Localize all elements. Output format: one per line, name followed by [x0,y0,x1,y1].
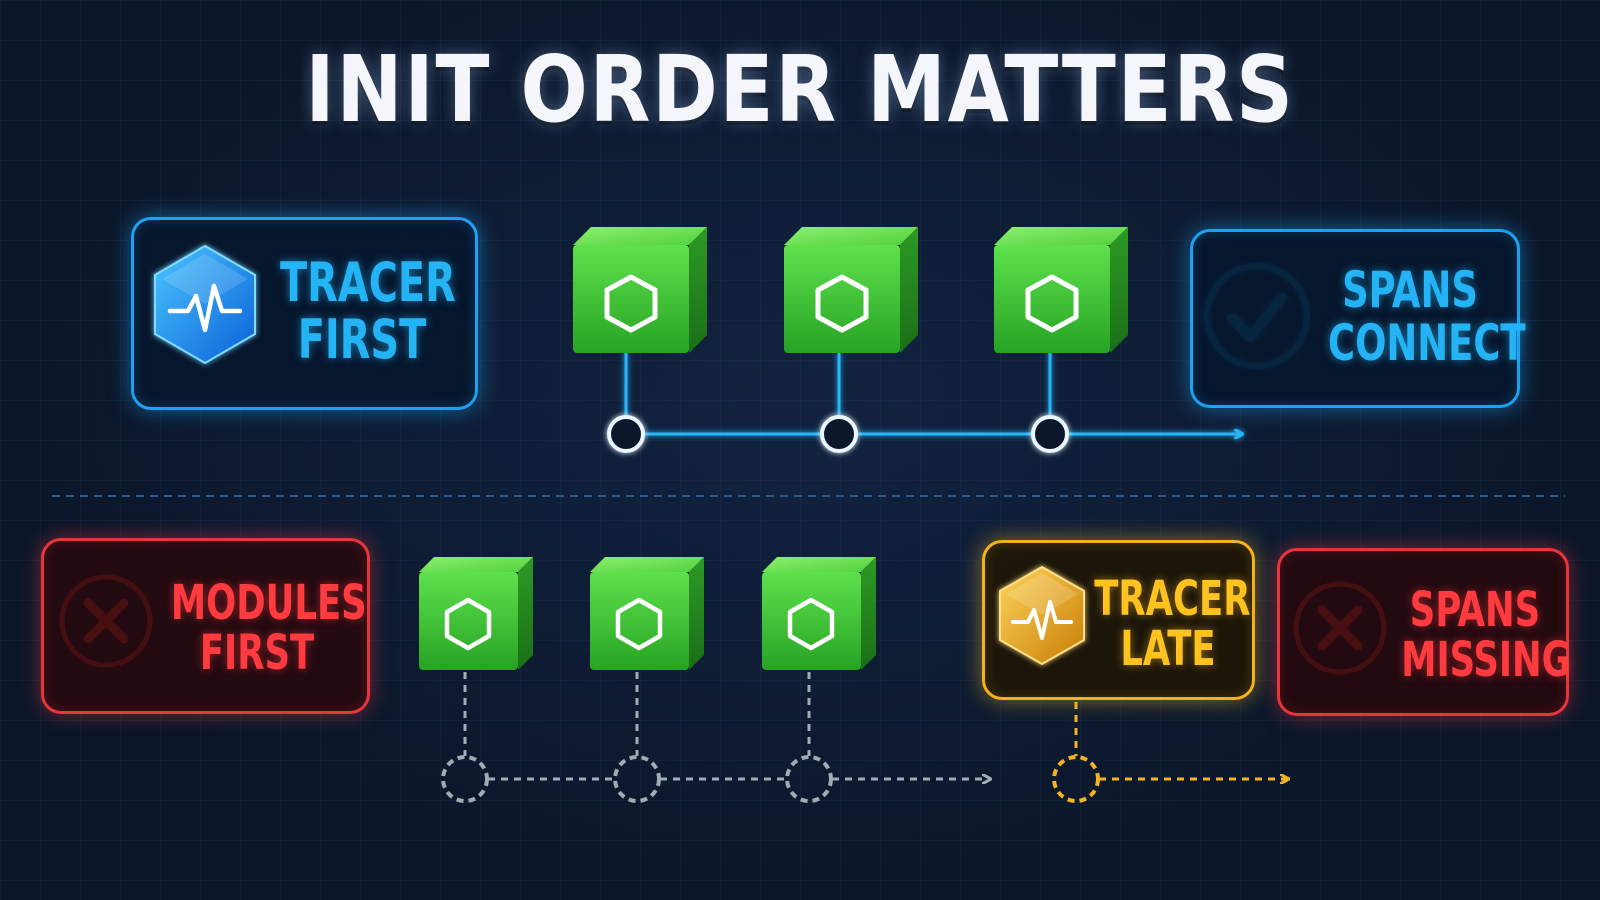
spans-missing-line1: SPANS [1409,582,1541,638]
hexagon-icon [615,597,663,651]
lost-span-node [441,755,489,803]
page-title: INIT ORDER MATTERS [305,36,1295,143]
module-cube [573,227,707,353]
tracer-first-line1: TRACER [280,251,456,314]
lost-span-line [463,672,990,779]
lost-span-node [613,755,661,803]
tracer-late-line1: TRACER [1094,571,1251,627]
tracer-late-line2: LATE [1120,621,1216,678]
span-node [820,415,858,453]
bottom-flow [419,557,1288,803]
late-span-line [1074,702,1288,779]
tracer-first-label: TRACER FIRST [280,251,456,371]
modules-first-line1: MODULES [170,575,367,631]
modules-first-box [41,538,370,714]
tracer-late-label: TRACER LATE [1094,571,1251,678]
module-cube [419,557,533,670]
module-cube [590,557,704,670]
hexagon-icon [444,597,492,651]
spans-missing-line2: MISSING [1401,632,1571,689]
spans-connect-line1: SPANS [1342,261,1478,319]
hexagon-icon [1025,274,1079,333]
module-cube [762,557,876,670]
hexagon-icon [815,274,869,333]
module-cube [994,227,1128,353]
span-node [1031,415,1069,453]
late-span-node [1052,755,1100,803]
tracer-first-line2: FIRST [297,307,427,371]
spans-connect-label: SPANS CONNECT [1328,261,1526,372]
module-cube [784,227,918,353]
lost-span-node [785,755,833,803]
top-flow [480,227,1242,453]
hexagon-icon [787,597,835,651]
hexagon-icon [604,274,658,333]
spans-connect-box [1190,229,1520,408]
modules-first-line2: FIRST [199,625,315,682]
spans-missing-label: SPANS MISSING [1401,582,1571,689]
spans-missing-box [1277,548,1569,716]
spans-connect-line2: CONNECT [1328,313,1526,372]
modules-first-label: MODULES FIRST [170,575,367,682]
span-node [607,415,645,453]
span-connector-line [624,352,1242,434]
